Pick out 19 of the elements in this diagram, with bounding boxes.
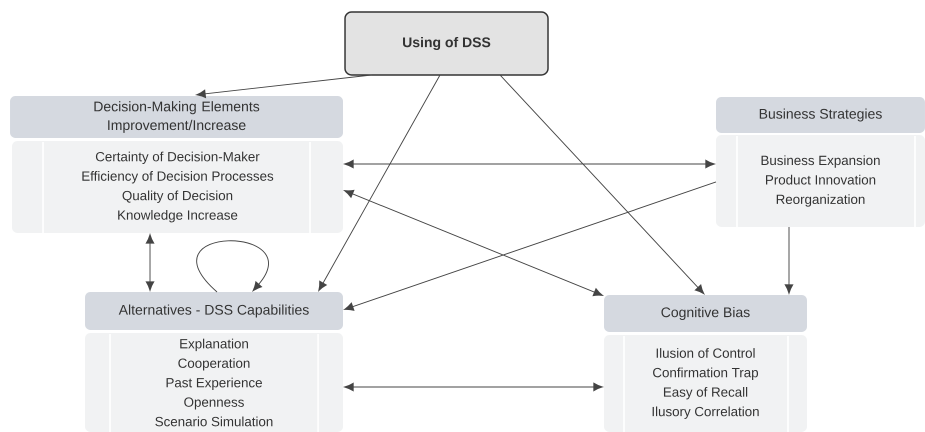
header-box: Business Strategies: [716, 97, 925, 133]
header-box: Decision-Making Elements Improvement/Increase: [10, 96, 344, 138]
arrow: [344, 382, 603, 392]
arrow: [146, 234, 154, 291]
arrow: [196, 74, 372, 98]
arrow: [500, 74, 704, 294]
list-box: Certainty of Decision-Maker Efficiency of Decision Processes Quality of Decision Knowledge Increase: [12, 141, 343, 233]
arrow: [784, 226, 794, 294]
arrow: [344, 160, 715, 168]
list-box: Explanation Cooperation Past Experience Openness Scenario Simulation: [85, 333, 343, 432]
list-box: Ilusion of Control Confirmation Trap Easy of Recall Ilusory Correlation: [604, 334, 807, 432]
arrow: [344, 182, 716, 311]
list-box: Business Expansion Product Innovation Reorganization: [716, 135, 925, 227]
arrow: [344, 190, 603, 296]
main-box: Using of DSS: [344, 11, 549, 76]
header-box: Alternatives - DSS Capabilities: [85, 292, 343, 330]
header-box: Cognitive Bias: [604, 294, 807, 332]
arrow: [196, 240, 269, 292]
arrow: [318, 74, 440, 291]
